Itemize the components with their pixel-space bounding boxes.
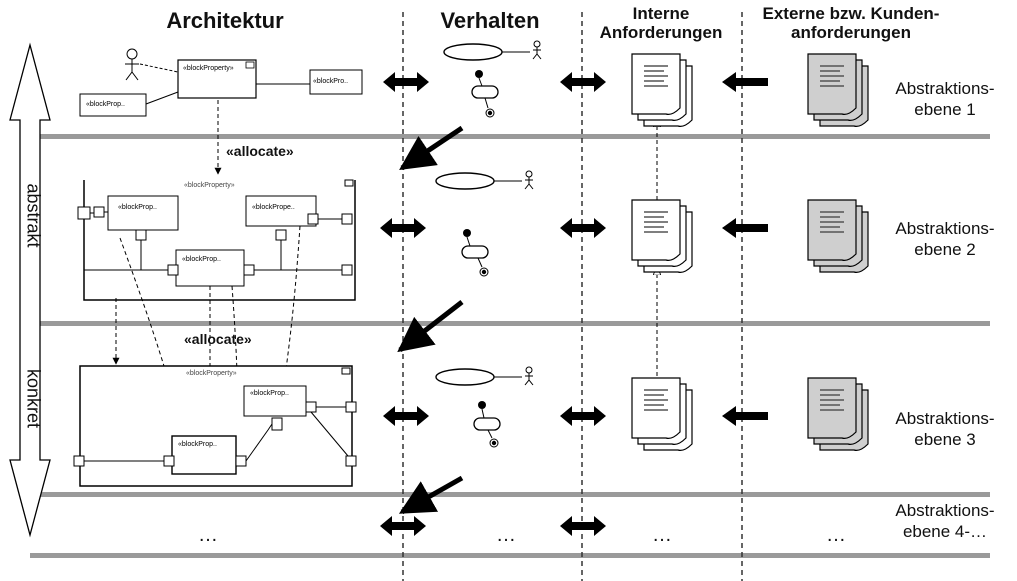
double-arrow-arch-beh-2 <box>380 218 426 238</box>
separator-1 <box>30 134 990 139</box>
header-internal-requirements: Interne Anforderungen <box>586 4 736 42</box>
level2-architecture <box>77 179 356 301</box>
level-label-3: Abstraktions- ebene 3 <box>880 408 1010 450</box>
refine-arrow-3 <box>398 475 464 515</box>
ellipsis-internal: … <box>652 524 672 546</box>
header-internal-line2: Anforderungen <box>599 23 723 42</box>
block-label-prop-2a: «blockProp.. <box>118 204 157 211</box>
activity-action-1 <box>471 85 499 99</box>
block-label-prop-1: «blockProp.. <box>86 101 125 108</box>
separator-3 <box>30 492 990 497</box>
allocate-label-2: «allocate» <box>184 331 252 347</box>
level-separators <box>30 134 990 558</box>
double-arrow-beh-req-3 <box>560 406 606 426</box>
block-label-property-2: «blockProperty» <box>184 182 235 189</box>
abstraction-double-arrow <box>9 42 51 538</box>
header-behavior: Verhalten <box>440 8 540 33</box>
block-label-prop-2b: «blockProp.. <box>182 256 221 263</box>
use-case-2 <box>435 172 495 190</box>
use-case-1 <box>443 43 503 61</box>
header-external-line2: anforderungen <box>791 23 911 42</box>
column-dividers <box>402 12 743 581</box>
block-label-prop-3a: «blockProp.. <box>178 441 217 448</box>
double-arrow-arch-beh-4 <box>380 516 426 536</box>
trace-double-arrows <box>380 72 606 536</box>
axis-label-abstract: abstrakt <box>23 183 44 248</box>
block-property-1 <box>177 59 257 99</box>
level-label-1: Abstraktions- ebene 1 <box>880 78 1010 120</box>
level-1-line2: ebene 1 <box>914 100 976 119</box>
level1-architecture <box>79 48 363 117</box>
refine-arrow-1 <box>399 125 464 171</box>
actor-head <box>126 48 138 60</box>
header-external-line1: Externe bzw. Kunden- <box>762 4 940 23</box>
double-arrow-beh-req-2 <box>560 218 606 238</box>
block-prop-1 <box>79 93 147 117</box>
activity-action-3 <box>473 417 501 431</box>
refine-arrow-2 <box>397 300 464 353</box>
activity-action-2 <box>461 245 489 259</box>
level-label-4: Abstraktions- ebene 4-… <box>880 500 1010 542</box>
level-2-line2: ebene 2 <box>914 240 976 259</box>
arrow-ext-int-3 <box>722 406 768 426</box>
block-prop-3b <box>243 385 307 417</box>
level-4-line2: ebene 4-… <box>902 522 988 541</box>
double-arrow-beh-req-1 <box>560 72 606 92</box>
external-to-internal-arrows <box>722 72 768 426</box>
level-3-line1: Abstraktions- <box>895 409 995 428</box>
header-external-requirements: Externe bzw. Kunden- anforderungen <box>746 4 956 42</box>
level-2-line1: Abstraktions- <box>895 219 995 238</box>
block-prop-3a <box>171 435 237 475</box>
block-label-property-1: «blockProperty» <box>183 65 234 72</box>
separator-2 <box>30 321 990 326</box>
external-requirements-doc-3 <box>807 377 869 451</box>
ellipsis-architecture: … <box>198 524 218 546</box>
separator-4 <box>30 553 990 558</box>
level-3-line2: ebene 3 <box>914 430 976 449</box>
arrow-ext-int-1 <box>722 72 768 92</box>
double-arrow-beh-req-4 <box>560 516 606 536</box>
block-prop-2a <box>107 195 179 231</box>
axis-label-concrete: konkret <box>23 368 44 429</box>
block-pro-1 <box>309 69 363 95</box>
external-requirements-doc-2 <box>807 199 869 273</box>
ellipsis-external: … <box>826 524 846 546</box>
double-arrow-arch-beh-1 <box>383 72 429 92</box>
internal-requirements-doc-2 <box>631 199 693 273</box>
internal-requirements-doc-3 <box>631 377 693 451</box>
ellipsis-behavior: … <box>496 524 516 546</box>
use-case-3 <box>435 368 495 386</box>
allocate-label-1: «allocate» <box>226 143 294 159</box>
header-internal-line1: Interne <box>632 4 690 23</box>
block-prope-2 <box>245 195 317 227</box>
block-prop-2b <box>175 249 245 287</box>
requirement-documents <box>631 53 869 451</box>
internal-requirements-doc-1 <box>631 53 693 127</box>
block-label-prope-2: «blockPrope.. <box>252 204 295 211</box>
level-label-2: Abstraktions- ebene 2 <box>880 218 1010 260</box>
header-architecture: Architektur <box>166 8 284 33</box>
external-requirements-doc-1 <box>807 53 869 127</box>
double-arrow-arch-beh-3 <box>383 406 429 426</box>
refinement-arrows <box>397 125 464 515</box>
arrow-ext-int-2 <box>722 218 768 238</box>
block-label-prop-3b: «blockProp.. <box>250 390 289 397</box>
level-4-line1: Abstraktions- <box>895 501 995 520</box>
block-label-property-3: «blockProperty» <box>186 370 237 377</box>
level-1-line1: Abstraktions- <box>895 79 995 98</box>
level3-architecture <box>73 365 357 487</box>
behavior-diagrams <box>435 40 542 448</box>
block-label-pro-1: «blockPro.. <box>313 78 349 85</box>
